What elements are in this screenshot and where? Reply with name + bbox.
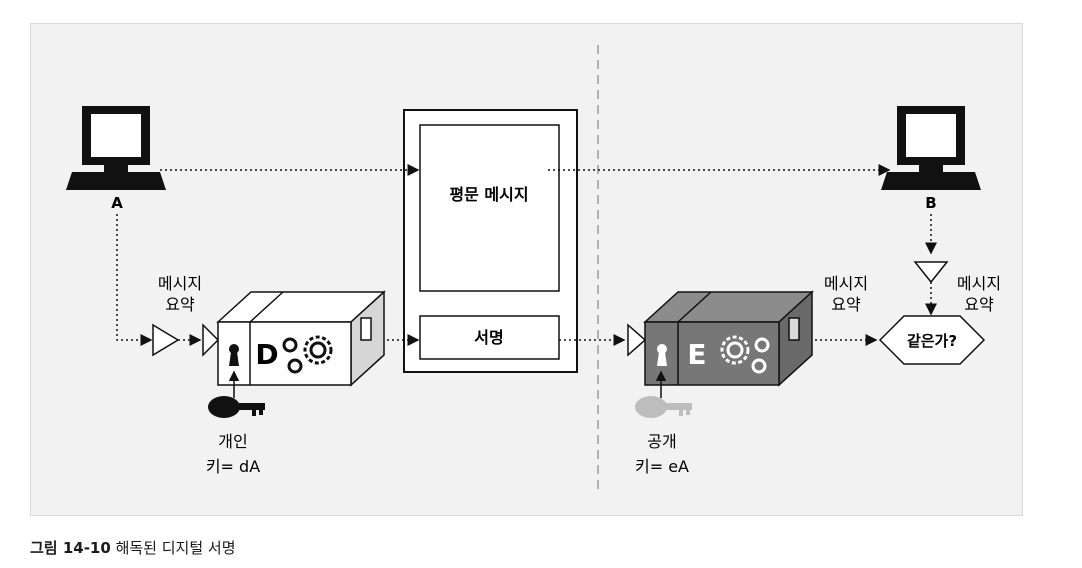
plaintext-label: 평문 메시지	[449, 185, 528, 204]
private-key-icon	[208, 396, 265, 418]
private-key-label-line1: 개인	[218, 432, 247, 451]
keyhole-icon	[229, 344, 239, 366]
encrypt-box-label: D	[255, 338, 278, 371]
gears-icon	[282, 335, 333, 374]
public-key-icon	[635, 396, 692, 418]
signature-label: 서명	[474, 328, 503, 347]
digest-b-triangle-icon	[913, 261, 949, 284]
digest-left-label-line2: 요약	[165, 295, 195, 314]
flow-a-to-digest	[116, 214, 153, 346]
encrypt-box-d	[216, 290, 386, 387]
gears-e-icon	[720, 335, 770, 374]
digest-left-label-line1: 메시지	[158, 274, 202, 293]
digest-b-label-line1: 메시지	[957, 274, 1001, 293]
private-key-label-line2: 키= dA	[206, 457, 260, 476]
digest-right-label-line2: 요약	[831, 295, 861, 314]
figure-number: 그림 14-10	[30, 539, 111, 557]
public-key-label-line2: 키= eA	[635, 457, 689, 476]
plaintext-box	[419, 124, 560, 292]
signature-box	[419, 315, 560, 360]
digest-input-triangle-icon	[202, 323, 220, 357]
keyhole-e-icon	[657, 344, 667, 366]
digest-b-label-line2: 요약	[964, 295, 994, 314]
digest-right-label-line1: 메시지	[824, 274, 868, 293]
digest-triangle-icon	[152, 323, 180, 357]
computer-a-icon	[66, 106, 166, 190]
computer-b-label: B	[925, 194, 936, 212]
compare-label: 같은가?	[907, 332, 957, 350]
computer-a-label: A	[111, 194, 123, 212]
public-key-label-line1: 공개	[647, 432, 676, 451]
signature-input-triangle-icon	[627, 323, 647, 357]
decrypt-box-label: E	[687, 338, 706, 371]
decrypt-box-e	[643, 290, 814, 387]
computer-b-icon	[881, 106, 981, 190]
compare-diamond	[878, 315, 986, 365]
figure-caption-text: 해독된 디지털 서명	[110, 539, 236, 557]
figure-caption: 그림 14-10 해독된 디지털 서명	[30, 537, 236, 558]
